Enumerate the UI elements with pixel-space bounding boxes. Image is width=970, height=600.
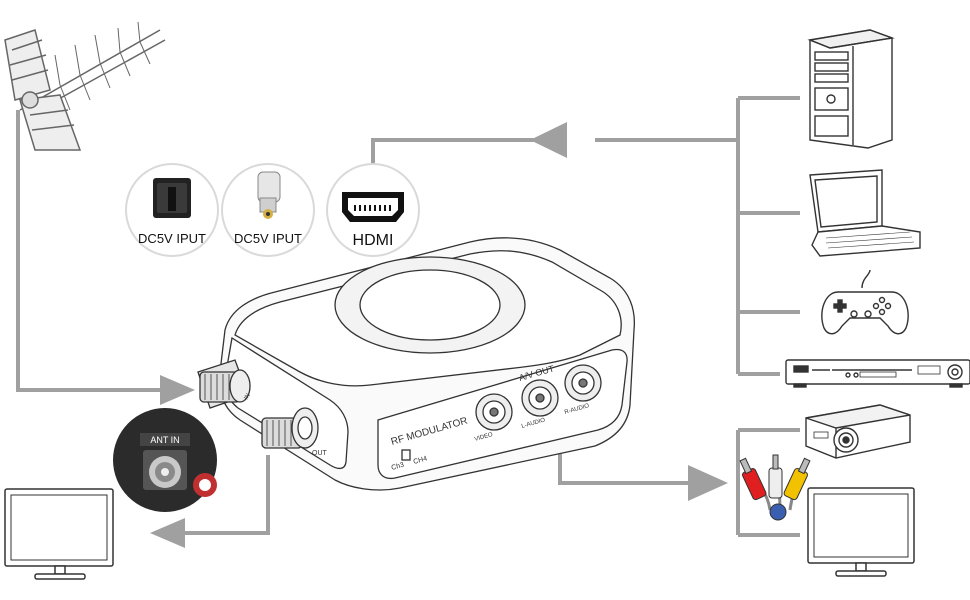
rca-video-jack <box>475 393 513 431</box>
dc-input-badge-2: DC5V IPUT <box>221 163 315 257</box>
arrows <box>150 122 728 548</box>
rca-cable-icon <box>739 454 811 521</box>
out-port-label: OUT <box>312 450 328 457</box>
pc-tower-icon <box>807 29 895 149</box>
tv-right-icon <box>807 487 915 577</box>
rca-l-audio-jack <box>521 379 559 417</box>
dc-input-badge-1: DC5V IPUT <box>125 163 219 257</box>
channel-switch <box>401 449 411 461</box>
dvd-player-icon <box>785 359 970 388</box>
ch4-label: CH4 <box>413 455 428 466</box>
ant-in-inset: ANT IN <box>113 408 217 512</box>
hdmi-label: HDMI <box>353 232 394 249</box>
tv-left-icon <box>4 488 114 580</box>
in-port-label: IN <box>244 393 252 401</box>
rf-modulator-device <box>197 237 636 491</box>
ch3-label: Ch3 <box>391 462 405 472</box>
f-connector-in <box>197 359 251 409</box>
laptop-icon <box>809 169 921 257</box>
arrow-to-in <box>160 375 195 405</box>
arrow-to-tv <box>150 518 185 548</box>
f-connector-out <box>261 407 319 449</box>
antenna-icon <box>4 21 166 151</box>
rca-r-audio-jack <box>564 364 602 402</box>
antenna-to-in-line <box>16 110 165 392</box>
gamepad-icon <box>821 269 909 335</box>
dc-input-label-1: DC5V IPUT <box>138 231 206 246</box>
projector-icon <box>805 404 911 459</box>
dc-input-label-2: DC5V IPUT <box>234 231 302 246</box>
hdmi-badge: HDMI <box>326 163 420 257</box>
hdmi-source-line <box>371 138 560 170</box>
arrow-hdmi <box>530 122 567 158</box>
connection-lines <box>16 96 800 537</box>
arrow-av-out <box>688 465 728 501</box>
video-label: VIDEO <box>474 432 494 443</box>
out-to-tv-line <box>180 455 270 535</box>
ant-in-label: ANT IN <box>150 435 179 445</box>
